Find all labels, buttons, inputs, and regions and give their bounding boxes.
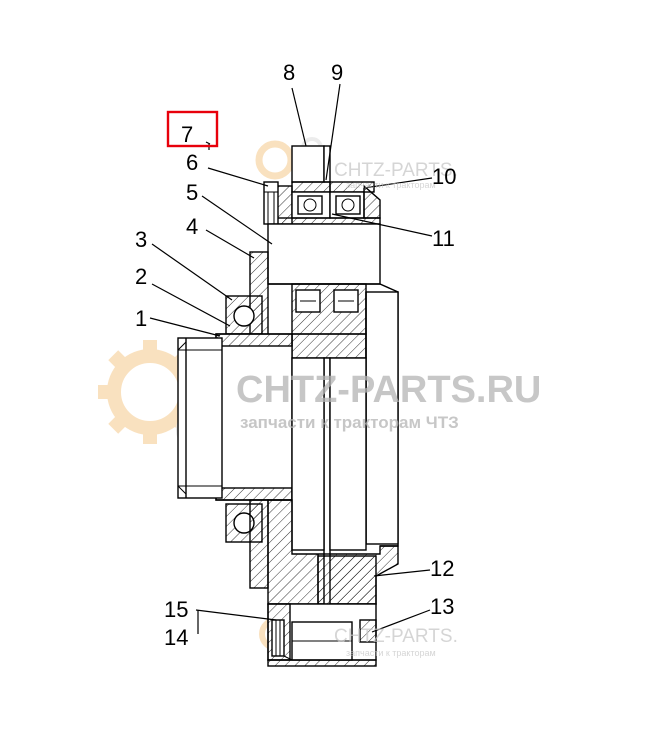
callout-1[interactable]: 1	[135, 306, 147, 331]
bolt-6	[263, 181, 279, 225]
callout-9[interactable]: 9	[331, 60, 343, 85]
callout-8[interactable]: 8	[283, 60, 295, 85]
bearing-10	[335, 195, 361, 215]
flange-1	[177, 337, 223, 499]
callout-7-highlight	[166, 110, 219, 148]
callout-5[interactable]: 5	[186, 180, 198, 205]
gear-12	[317, 555, 377, 605]
watermark-sub: запчасти к тракторам ЧТЗ	[240, 413, 459, 432]
callout-2[interactable]: 2	[135, 264, 147, 289]
watermark-small-bottom: CHTZ-PARTS.	[334, 626, 458, 647]
callout-12[interactable]: 12	[430, 556, 454, 581]
callout-14[interactable]: 14	[164, 625, 188, 650]
callout-4[interactable]: 4	[186, 214, 198, 239]
callout-3[interactable]: 3	[135, 227, 147, 252]
callout-6[interactable]: 6	[186, 150, 198, 175]
bolt-14	[271, 619, 285, 657]
callout-7[interactable]: 7	[181, 122, 193, 147]
callout-10[interactable]: 10	[432, 164, 456, 189]
watermark: CHTZ-PARTS.RU запчасти к тракторам ЧТЗ C…	[236, 160, 541, 658]
part-8-body	[291, 145, 325, 183]
callout-11[interactable]: 11	[432, 226, 455, 251]
leader-lines	[149, 83, 433, 634]
callouts: 8 9 7 6 5 4 3 2 1 10 11 12 13 15 14	[135, 60, 456, 650]
callout-15[interactable]: 15	[164, 597, 188, 622]
watermark-small-bottom-sub: запчасти к тракторам	[346, 648, 436, 658]
sectional-drawing	[177, 145, 399, 667]
watermark-small-top-sub: запчасти к тракторам	[346, 180, 436, 190]
watermark-small-top: CHTZ-PARTS.	[334, 160, 458, 181]
shaft-5	[267, 223, 381, 285]
callout-13[interactable]: 13	[430, 594, 454, 619]
ball-bearing-2	[233, 305, 255, 327]
watermark-main: CHTZ-PARTS.RU	[236, 369, 541, 411]
